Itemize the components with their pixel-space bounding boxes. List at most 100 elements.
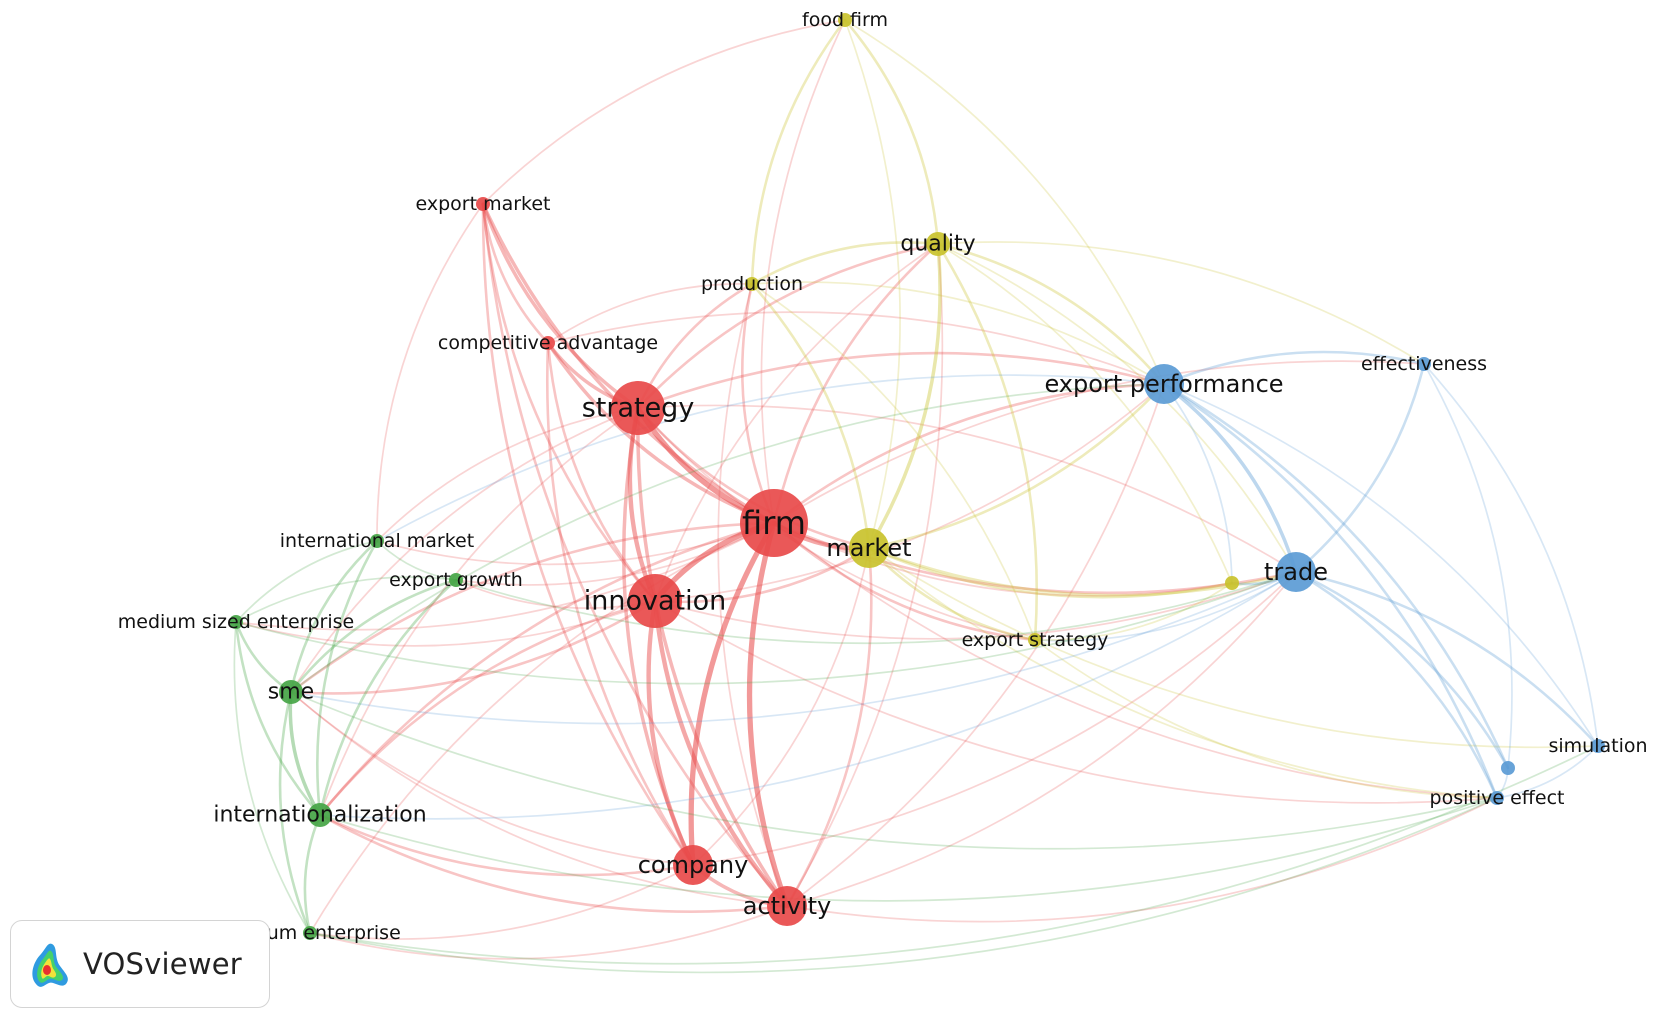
link-quality-production: [750, 241, 940, 286]
node-unlabeled-blue[interactable]: [1501, 761, 1515, 775]
link-sme-export-growth: [289, 578, 458, 694]
label-simulation[interactable]: simulation: [1548, 735, 1647, 757]
label-activity[interactable]: activity: [743, 892, 831, 920]
label-quality[interactable]: quality: [900, 232, 975, 257]
link-quality-trade: [937, 243, 1297, 573]
link-export-market-competitive-advantage: [481, 202, 550, 345]
link-export-performance-international-market: [376, 374, 1165, 542]
link-trade-simulation: [1294, 570, 1600, 748]
link-activity-positive-effect: [786, 797, 1498, 923]
node-production[interactable]: [745, 277, 759, 291]
link-activity-medium-enterprise: [309, 905, 788, 960]
node-activity[interactable]: [767, 886, 807, 926]
label-sme[interactable]: sme: [268, 680, 314, 705]
node-quality[interactable]: [926, 232, 950, 256]
link-company-market: [692, 547, 870, 866]
label-internationalization[interactable]: internationalization: [213, 803, 426, 828]
label-production[interactable]: production: [701, 273, 803, 295]
link-innovation-medium-sized-enterprise: [235, 600, 656, 647]
link-production-export-performance: [751, 281, 1165, 385]
link-innovation-sme: [289, 599, 657, 695]
link-export-performance-simulation: [1163, 383, 1599, 747]
link-quality-export-performance: [936, 242, 1166, 386]
link-company-trade: [692, 571, 1297, 866]
node-export-performance[interactable]: [1144, 364, 1184, 404]
link-production-export-strategy: [751, 283, 1036, 641]
label-export-market[interactable]: export market: [415, 193, 550, 215]
link-company-internationalization: [318, 813, 695, 877]
label-innovation[interactable]: innovation: [584, 586, 727, 617]
link-export-market-international-market: [376, 203, 484, 542]
link-activity-export-performance: [786, 383, 1165, 907]
node-positive-effect[interactable]: [1490, 791, 1504, 805]
link-quality-export-strategy: [936, 242, 1038, 642]
vosviewer-icon: [32, 943, 68, 987]
link-firm-export-market: [481, 202, 776, 525]
label-export-growth[interactable]: export growth: [389, 569, 523, 591]
node-market[interactable]: [849, 528, 889, 568]
node-medium-sized-enterprise[interactable]: [229, 615, 243, 629]
label-food-firm[interactable]: food firm: [802, 9, 888, 31]
link-firm-trade: [772, 521, 1298, 595]
link-strategy-internationalization: [319, 407, 639, 816]
node-sme[interactable]: [279, 680, 303, 704]
link-food-firm-market: [844, 19, 901, 549]
link-firm-food-firm: [760, 19, 846, 524]
node-effectiveness[interactable]: [1417, 357, 1431, 371]
node-competitive-advantage[interactable]: [541, 336, 555, 350]
label-company[interactable]: company: [638, 851, 749, 879]
link-trade-unlabeled-blue: [1294, 570, 1510, 770]
node-international-market[interactable]: [370, 534, 384, 548]
link-market-export-performance: [867, 382, 1166, 550]
labels-layer: food firm export market quality production c…: [118, 9, 1648, 944]
node-food-firm[interactable]: [838, 13, 852, 27]
link-sme-positive-effect: [290, 691, 1498, 850]
link-firm-activity: [746, 520, 790, 909]
link-trade-internationalization: [319, 571, 1297, 820]
link-quality-market: [867, 242, 942, 550]
node-simulation[interactable]: [1591, 739, 1605, 753]
link-firm-positive-effect: [773, 522, 1498, 799]
link-trade-positive-effect: [1294, 570, 1499, 800]
label-strategy[interactable]: strategy: [582, 393, 695, 424]
label-export-performance[interactable]: export performance: [1044, 370, 1283, 398]
link-firm-export-growth: [455, 522, 775, 586]
link-trade-export-strategy: [1034, 571, 1297, 642]
label-market[interactable]: market: [826, 534, 911, 562]
link-firm-international-market: [376, 522, 775, 566]
link-effectiveness-unlabeled-blue: [1423, 363, 1513, 769]
node-trade[interactable]: [1276, 552, 1316, 592]
label-effectiveness[interactable]: effectiveness: [1361, 353, 1487, 375]
link-competitive-advantage-production: [547, 283, 753, 344]
label-international-market[interactable]: international market: [280, 530, 474, 552]
node-medium-enterprise[interactable]: [303, 926, 317, 940]
node-strategy[interactable]: [611, 381, 665, 435]
label-export-strategy[interactable]: export strategy: [962, 629, 1109, 651]
node-company[interactable]: [673, 845, 713, 885]
node-export-strategy[interactable]: [1028, 633, 1042, 647]
node-innovation[interactable]: [628, 574, 682, 628]
label-medium-sized-enterprise[interactable]: medium sized enterprise: [118, 611, 355, 633]
label-firm[interactable]: firm: [742, 504, 806, 542]
link-export-strategy-positive-effect: [1034, 639, 1498, 799]
link-company-competitive-advantage: [546, 341, 695, 867]
link-medium-enterprise-simulation: [309, 745, 1599, 965]
link-activity-trade: [786, 571, 1297, 907]
links-layer: [233, 18, 1600, 974]
link-food-firm-export-performance: [844, 19, 1165, 385]
node-unlabeled-yellow[interactable]: [1225, 576, 1239, 590]
link-medium-sized-enterprise-trade: [235, 571, 1297, 685]
node-internationalization[interactable]: [308, 803, 332, 827]
node-export-growth[interactable]: [449, 573, 463, 587]
node-export-market[interactable]: [476, 197, 490, 211]
link-strategy-sme: [290, 407, 639, 693]
label-positive-effect[interactable]: positive effect: [1430, 787, 1565, 809]
link-export-growth-medium-sized-enterprise: [235, 576, 457, 623]
label-competitive-advantage[interactable]: competitive advantage: [438, 332, 658, 354]
link-internationalization-international-market: [316, 539, 379, 817]
link-internationalization-medium-sized-enterprise: [234, 620, 322, 817]
node-firm[interactable]: [740, 489, 808, 557]
label-trade[interactable]: trade: [1264, 558, 1328, 586]
